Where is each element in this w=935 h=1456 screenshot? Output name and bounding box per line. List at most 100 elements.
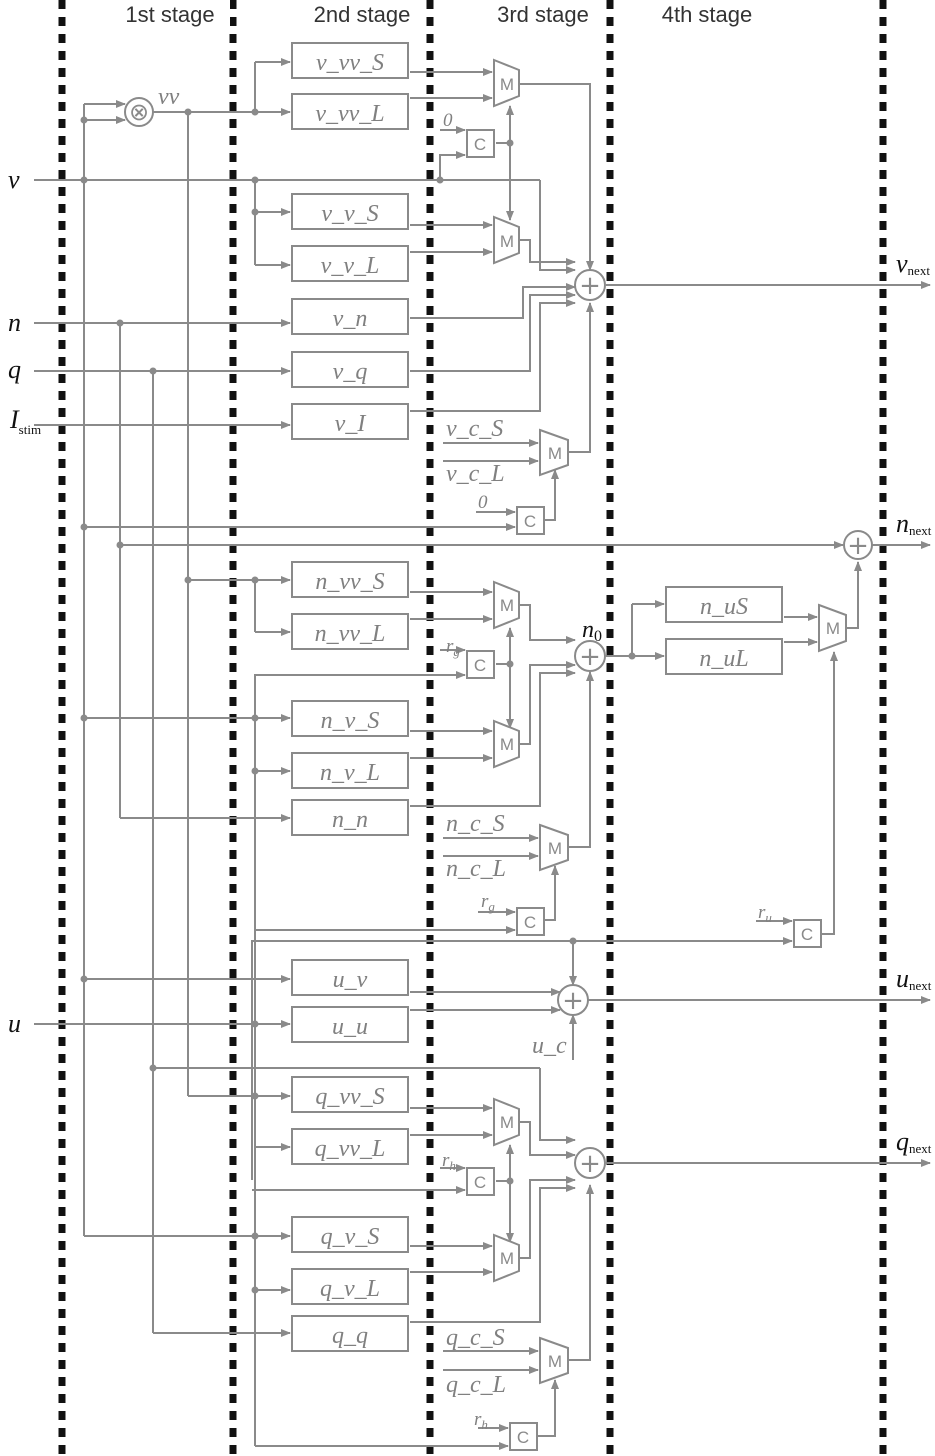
const-zero-vc: 0 xyxy=(478,492,488,513)
svg-text:M: M xyxy=(500,232,514,251)
block-n-v-s: n_v_S xyxy=(321,708,380,734)
input-i-stim: Istim xyxy=(9,405,41,437)
block-v-i: v_I xyxy=(335,411,367,437)
io-labels: v n q Istim u vnext nnext unext qnext xyxy=(8,165,932,1156)
const-r-h-1: rh xyxy=(442,1150,456,1173)
cmp-v: C xyxy=(466,129,495,158)
const-r-g-2: rg xyxy=(481,891,495,914)
const-v-c-s: v_c_S xyxy=(446,416,503,442)
svg-text:+: + xyxy=(562,986,584,1016)
const-zero-v: 0 xyxy=(443,110,453,131)
const-r-g-1: rg xyxy=(446,636,460,659)
const-q-c-s: q_c_S xyxy=(446,1325,505,1351)
sum-n0: + xyxy=(574,640,606,672)
const-r-h-2: rh xyxy=(474,1409,488,1432)
mux-q-vv: M xyxy=(493,1097,520,1147)
block-n-us: n_uS xyxy=(700,594,748,620)
block-v-n: v_n xyxy=(333,306,368,332)
svg-text:M: M xyxy=(500,75,514,94)
const-u-c: u_c xyxy=(532,1033,567,1059)
output-v-next: vnext xyxy=(896,249,930,278)
constant-labels: 0 v_c_S v_c_L 0 rg n_c_S n_c_L rg ru u_c… xyxy=(442,110,772,1432)
stage-label-4: 4th stage xyxy=(662,2,753,27)
const-n-c-s: n_c_S xyxy=(446,811,505,837)
block-n-ul: n_uL xyxy=(699,646,748,672)
cmp-q-c: C xyxy=(509,1422,538,1451)
input-n: n xyxy=(8,308,21,337)
svg-text:+: + xyxy=(579,271,601,301)
output-q-next: qnext xyxy=(896,1127,932,1156)
svg-text:+: + xyxy=(579,642,601,672)
const-v-c-l: v_c_L xyxy=(446,461,505,487)
stage-dividers xyxy=(58,0,887,1456)
svg-text:M: M xyxy=(500,735,514,754)
cmp-q: C xyxy=(466,1167,495,1196)
block-v-q: v_q xyxy=(333,359,368,385)
svg-text:M: M xyxy=(548,1352,562,1371)
block-v-vv-s: v_vv_S xyxy=(316,50,384,76)
cmp-v-c: C xyxy=(516,506,545,535)
block-n-vv-l: n_vv_L xyxy=(315,621,386,647)
input-q: q xyxy=(8,355,21,384)
svg-text:C: C xyxy=(474,135,486,154)
stage-label-1: 1st stage xyxy=(125,2,214,27)
svg-text:C: C xyxy=(801,925,813,944)
svg-text:C: C xyxy=(474,656,486,675)
cmp-u: C xyxy=(793,919,822,948)
multiplexers: M M M M M M M M xyxy=(493,58,847,1385)
summers: + + + + + xyxy=(557,269,873,1179)
block-u-v: u_v xyxy=(333,967,368,993)
svg-text:M: M xyxy=(548,444,562,463)
block-q-v-s: q_v_S xyxy=(321,1224,380,1250)
svg-text:C: C xyxy=(517,1428,529,1447)
block-n-n: n_n xyxy=(332,807,368,833)
svg-text:M: M xyxy=(548,839,562,858)
svg-text:M: M xyxy=(826,619,840,638)
mux-v-v: M xyxy=(493,215,520,265)
input-v: v xyxy=(8,165,20,194)
junction-dots xyxy=(80,108,636,1294)
multiply-icon: ⊗ xyxy=(129,98,149,126)
wires xyxy=(34,58,931,1450)
cmp-n-c: C xyxy=(516,907,545,936)
mux-n-u: M xyxy=(818,603,847,653)
block-n-v-l: n_v_L xyxy=(320,760,380,786)
svg-text:C: C xyxy=(474,1173,486,1192)
stage4-blocks: n_uS n_uL xyxy=(665,586,783,675)
svg-text:+: + xyxy=(579,1149,601,1179)
block-q-vv-l: q_vv_L xyxy=(315,1136,386,1162)
sum-u: + xyxy=(557,984,589,1016)
block-u-u: u_u xyxy=(332,1014,368,1040)
svg-text:C: C xyxy=(524,512,536,531)
mux-q-c: M xyxy=(539,1336,569,1385)
stage-label-2: 2nd stage xyxy=(314,2,411,27)
svg-text:M: M xyxy=(500,1113,514,1132)
block-v-v-l: v_v_L xyxy=(321,253,380,279)
svg-text:M: M xyxy=(500,596,514,615)
block-q-v-l: q_v_L xyxy=(320,1276,380,1302)
comparators: C C C C C C C xyxy=(466,129,822,1451)
sum-q: + xyxy=(574,1147,606,1179)
mux-v-c: M xyxy=(539,428,569,477)
block-q-q: q_q xyxy=(332,1323,368,1349)
const-q-c-l: q_c_L xyxy=(446,1372,506,1398)
sum-v: + xyxy=(574,269,606,301)
svg-text:M: M xyxy=(500,1249,514,1268)
block-v-vv-l: v_vv_L xyxy=(315,101,384,127)
mux-n-c: M xyxy=(539,823,569,872)
const-n-c-l: n_c_L xyxy=(446,856,506,882)
block-q-vv-s: q_vv_S xyxy=(315,1084,384,1110)
multiplier-node: ⊗ vv xyxy=(124,84,180,127)
output-n-next: nnext xyxy=(896,509,932,538)
sum-n-next: + xyxy=(843,530,873,561)
svg-text:+: + xyxy=(847,531,869,561)
stage-headers: 1st stage 2nd stage 3rd stage 4th stage xyxy=(100,0,766,30)
n0-label: n0 xyxy=(582,617,602,645)
stage2-blocks: v_vv_S v_vv_L v_v_S v_v_L v_n v_q v_I n_… xyxy=(291,42,409,1352)
block-n-vv-s: n_vv_S xyxy=(315,569,384,595)
input-u: u xyxy=(8,1009,21,1038)
mux-v-vv: M xyxy=(493,58,520,108)
svg-text:C: C xyxy=(524,913,536,932)
cmp-n: C xyxy=(466,650,495,679)
